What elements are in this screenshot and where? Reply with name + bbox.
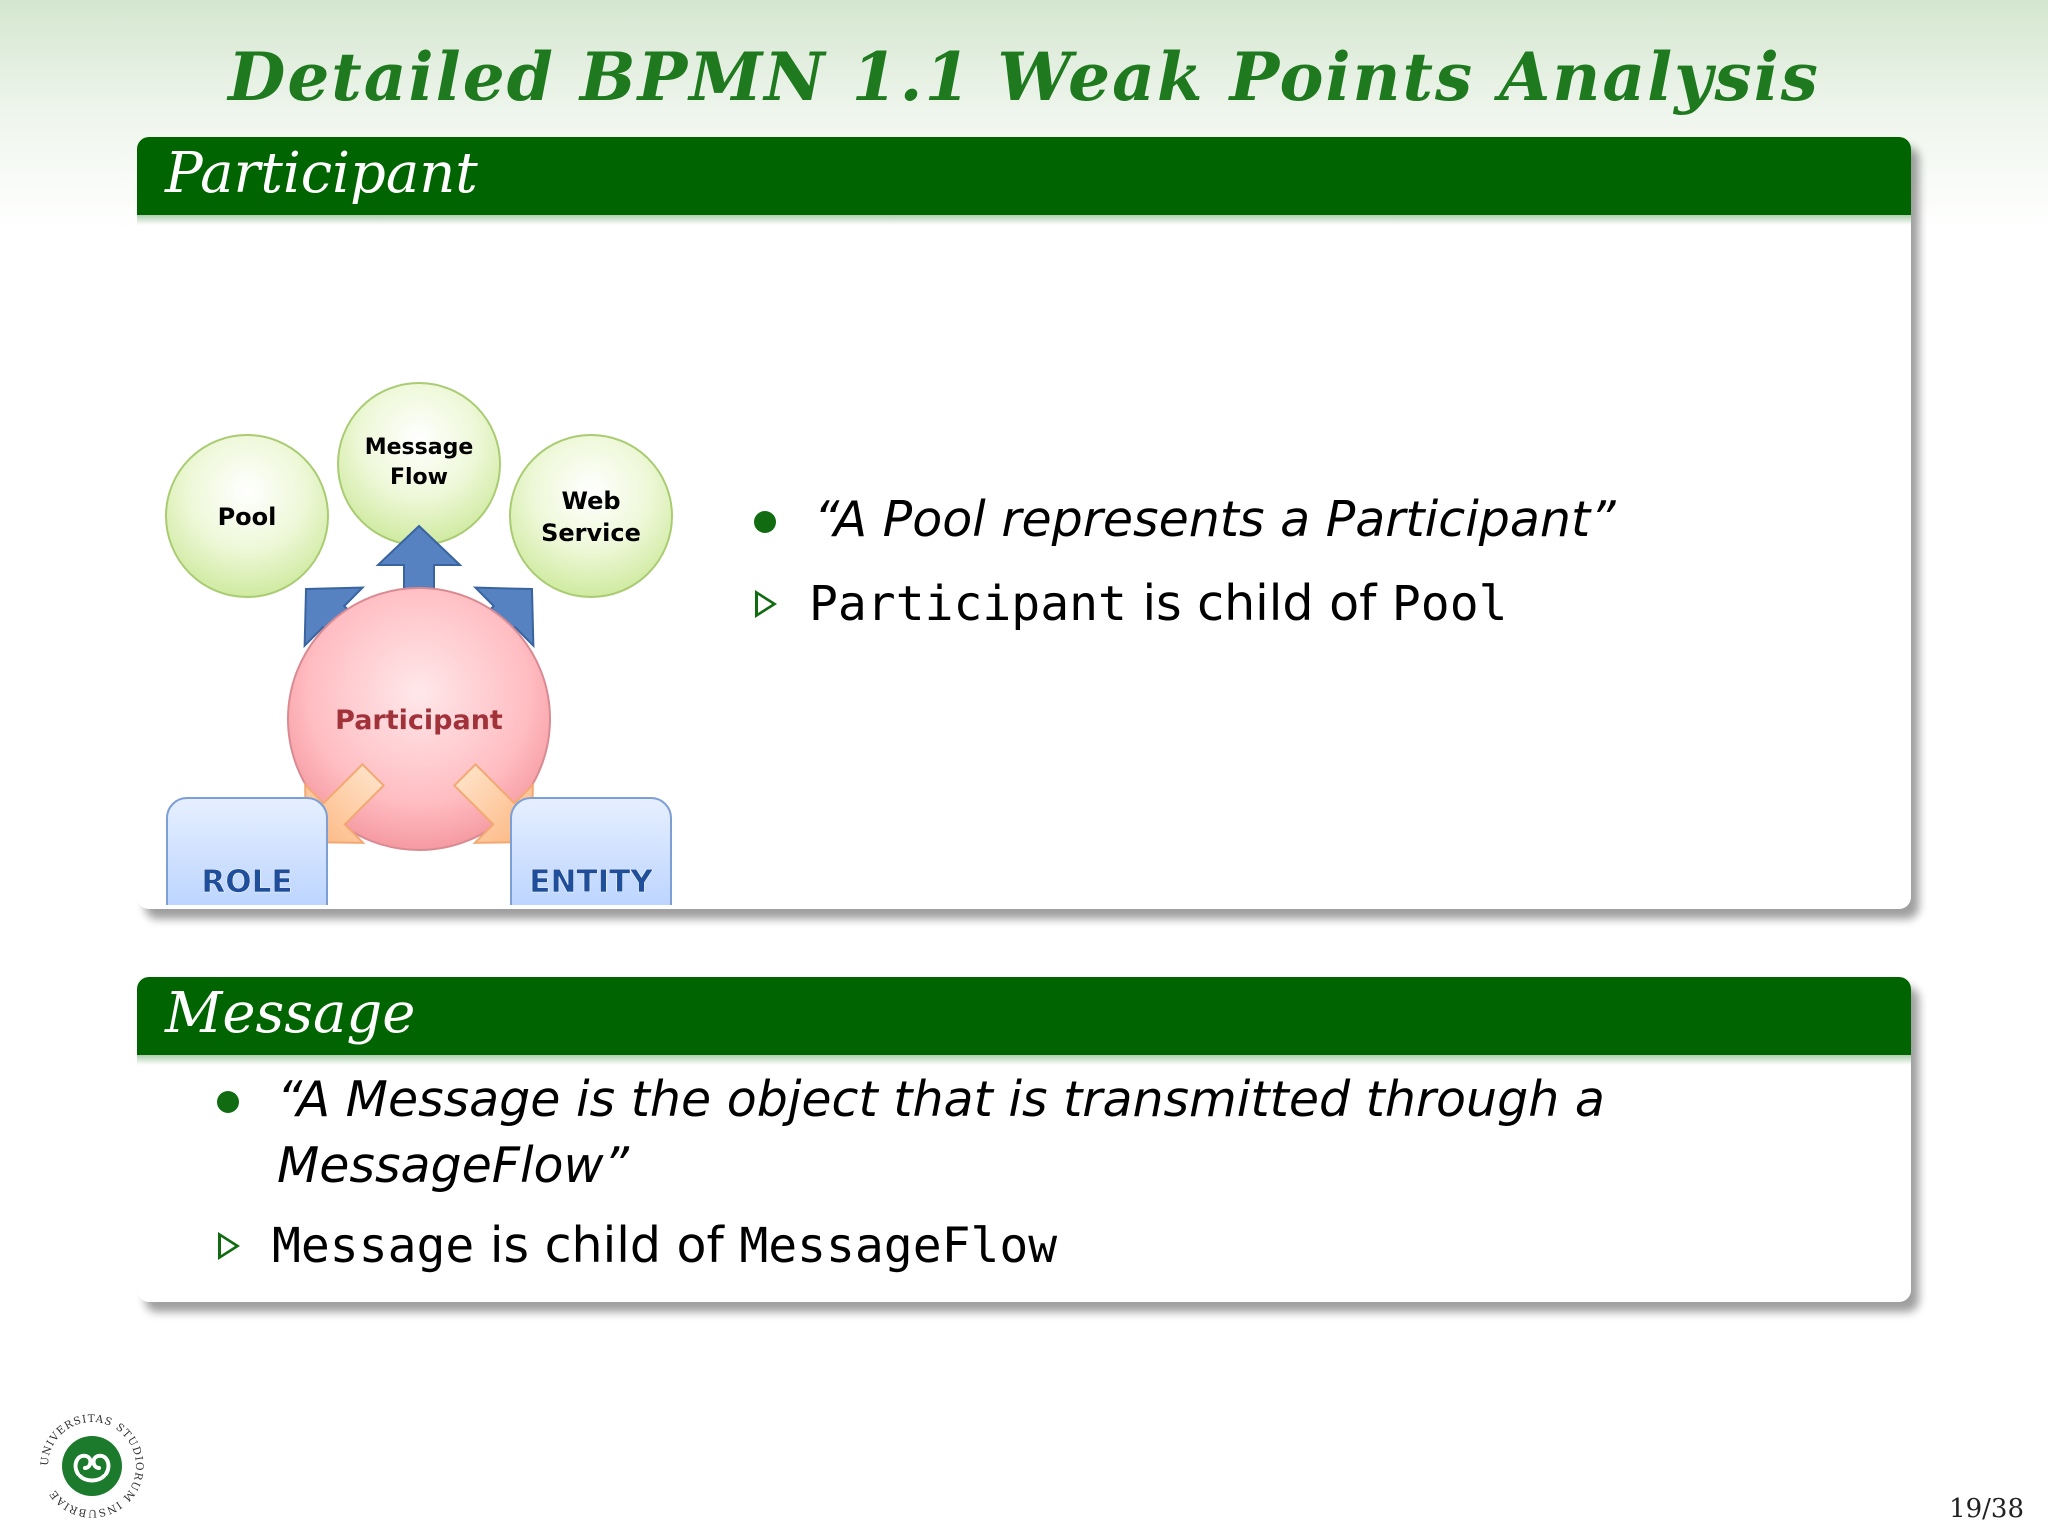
slide-title: Detailed BPMN 1.1 Weak Points Analysis: [228, 38, 1820, 116]
message-flow-label-line2: Flow: [390, 465, 448, 490]
participant-relation-object: Pool: [1391, 576, 1508, 632]
message-quote-line1: “A Message is the object that is transmi…: [277, 1071, 1605, 1128]
pool-circle: [165, 434, 329, 598]
university-logo: UNIVERSITAS STUDIORUM INSUBRIAE: [39, 1413, 145, 1519]
web-service-circle: [509, 434, 673, 598]
participant-label: Participant: [335, 705, 503, 736]
role-box: [166, 797, 328, 905]
pool-label: Pool: [218, 503, 277, 531]
participant-block: Participant: [137, 137, 1911, 909]
role-label: ROLE: [201, 864, 292, 900]
web-service-label-line1: Web: [561, 487, 620, 515]
message-relation-connector: is child of: [474, 1217, 740, 1274]
message-block: Message “A Message is the object that is…: [137, 977, 1911, 1302]
participant-relation-subject: Participant: [809, 576, 1127, 632]
message-flow-circle: [337, 382, 501, 546]
participant-triangle-bullet-icon: [755, 590, 777, 618]
participant-diagram: Pool Message Flow Web Service Participan…: [165, 382, 673, 905]
message-bullet-icon: [217, 1091, 239, 1113]
page-number: 19/38: [1949, 1494, 2024, 1524]
message-triangle-bullet-icon: [218, 1232, 240, 1260]
entity-label: ENTITY: [529, 864, 653, 900]
message-relation: Message is child of MessageFlow: [272, 1213, 1057, 1279]
message-block-title: Message: [165, 981, 416, 1046]
participant-relation-connector: is child of: [1126, 575, 1392, 632]
entity-box: [510, 797, 672, 905]
message-relation-subject: Message: [272, 1218, 475, 1274]
logo-emblem-icon: [62, 1436, 122, 1496]
message-relation-object: MessageFlow: [739, 1218, 1058, 1274]
participant-quote: “A Pool represents a Participant”: [814, 491, 1616, 548]
message-flow-label-line1: Message: [365, 435, 474, 460]
web-service-label-line2: Service: [541, 519, 641, 547]
message-block-header: Message: [137, 977, 1911, 1065]
participant-bullet-icon: [754, 511, 776, 533]
participant-block-header: Participant: [137, 137, 1911, 225]
message-quote-line2: MessageFlow”: [277, 1137, 629, 1194]
participant-relation: Participant is child of Pool: [809, 571, 1508, 637]
participant-block-title: Participant: [165, 141, 478, 206]
